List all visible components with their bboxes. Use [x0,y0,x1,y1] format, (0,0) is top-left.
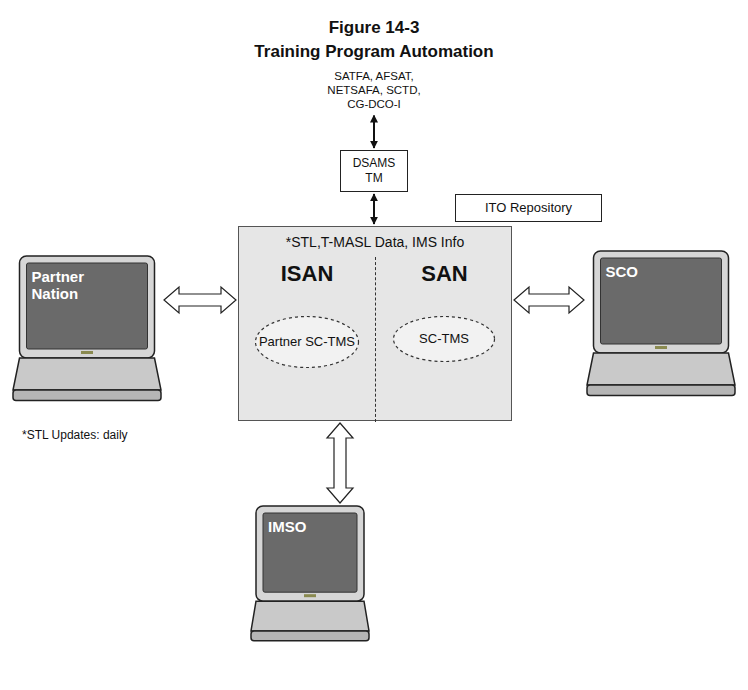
block-arrow [164,287,236,313]
system-ellipse: SC-TMS [392,315,496,363]
footnote: *STL Updates: daily [22,428,222,442]
screen-label: Partner Nation [32,268,102,303]
laptop-light [655,346,667,349]
laptop-screen [263,513,357,592]
repository-box: ITO Repository [455,194,602,222]
block-arrow [327,423,353,503]
system-box: DSAMS TM [340,150,408,192]
laptop-light [81,351,93,354]
laptop-computer: SCO [586,250,736,400]
agency-list: SATFA, AFSAT, NETSAFA, SCTD, CG-DCO-I [322,68,426,113]
laptop-keyboard-deck [587,353,735,385]
laptop-keyboard-deck [251,601,369,631]
data-link-arrow [373,115,375,148]
ellipse-shape [256,317,359,368]
laptop-light [304,594,316,597]
node-label: SATFA, AFSAT, NETSAFA, SCTD, CG-DCO-I [324,70,424,111]
laptop-lid [594,251,729,353]
screen-label: IMSO [268,518,338,535]
laptop-lid [256,506,364,601]
screen-label: SCO [606,263,676,280]
node-label: *STL,T-MASL Data, IMS Info [239,227,511,250]
block-arrow [514,287,584,313]
region-heading: SAN [376,257,513,287]
laptop-base [13,390,161,401]
laptop-computer: IMSO [250,505,370,645]
network-box: *STL,T-MASL Data, IMS InfoISAN Partner SC… [238,226,512,421]
laptop-screen [601,258,722,344]
figure-subtitle: Training Program Automation [0,42,748,62]
laptop-base [587,385,735,396]
laptop-base [251,631,369,641]
region-heading: ISAN [239,257,375,287]
laptop-lid [20,256,155,358]
node-label: Partner SC-TMS [259,334,355,350]
system-ellipse: Partner SC-TMS [254,315,360,369]
network-region: ISAN Partner SC-TMS [239,257,376,422]
figure-title: Figure 14-3 [0,18,748,38]
ellipse-shape [394,317,495,362]
network-region: SAN SC-TMS [376,257,513,422]
laptop-screen [27,263,148,349]
node-label: SC-TMS [419,331,469,347]
node-label: ITO Repository [460,200,597,216]
laptop-computer: Partner Nation [12,255,162,405]
laptop-keyboard-deck [13,358,161,390]
node-label: DSAMS TM [345,156,403,186]
data-link-arrow [373,194,375,224]
